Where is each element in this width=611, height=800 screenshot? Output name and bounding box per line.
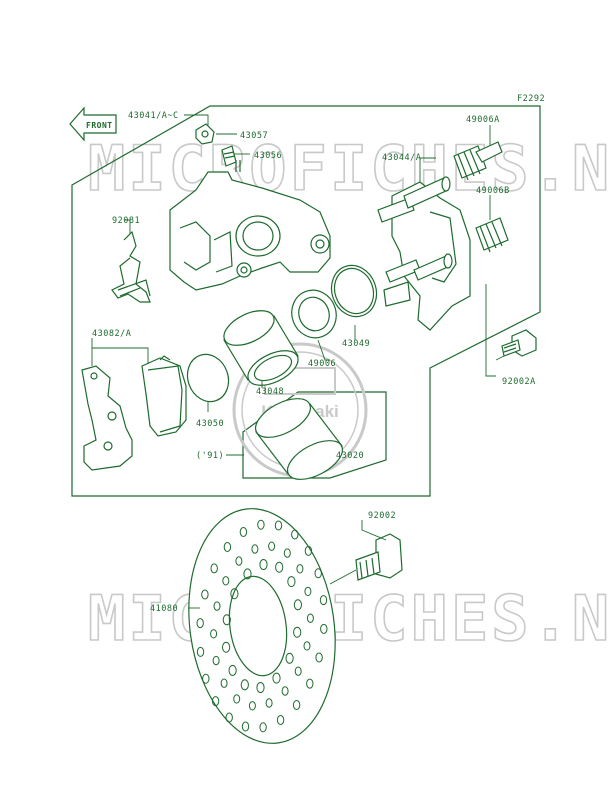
disc-hole <box>202 673 210 684</box>
disc-hole <box>222 614 231 626</box>
brake-pad-outer <box>81 365 133 471</box>
disc-hole <box>287 576 296 588</box>
disc-hole <box>225 712 233 723</box>
label-43050: 43050 <box>196 419 224 429</box>
disc-hole <box>296 564 304 574</box>
dust-seal <box>291 289 337 339</box>
label-41080: 41080 <box>150 604 178 614</box>
figure-code: F2292 <box>517 94 545 104</box>
disc-hole <box>320 623 328 634</box>
disc-hole <box>319 595 328 606</box>
disc-hole <box>223 542 232 552</box>
disc-hole <box>265 698 273 708</box>
disc-hole <box>196 618 204 629</box>
disc-hole <box>210 629 218 639</box>
disc-hole <box>306 613 314 623</box>
disc-hole <box>315 652 323 663</box>
caliper-body <box>169 160 331 291</box>
disc-hole <box>239 527 248 537</box>
pin-boot-lower <box>475 217 509 253</box>
disc-hole <box>201 589 209 600</box>
disc-hole <box>220 678 228 688</box>
label-49006: 49006 <box>308 359 336 369</box>
disc-hole <box>304 545 313 556</box>
disc-bolt <box>355 533 403 581</box>
disc-hole <box>235 556 243 566</box>
disc-hole <box>272 672 281 684</box>
disc-hole <box>240 679 249 691</box>
brake-disc <box>188 508 336 744</box>
label-92002: 92002 <box>368 511 396 521</box>
disc-hole <box>257 519 265 530</box>
label-49006a: 49006A <box>466 115 500 125</box>
part-labels: 43041/A~C 43057 43056 92081 43044/A 4900… <box>92 111 536 614</box>
disc-hole <box>213 601 221 611</box>
label-43082: 43082/A <box>92 329 131 339</box>
bracket-bolt <box>501 329 537 357</box>
disc-hole <box>241 721 250 732</box>
disc-hole <box>303 641 311 651</box>
label-43057: 43057 <box>240 131 268 141</box>
disc-hole <box>268 541 276 551</box>
disc-hole <box>294 666 302 676</box>
brake-pad-inner <box>141 355 187 437</box>
caliper-bracket <box>377 176 471 331</box>
disc-hole <box>293 626 302 638</box>
label-43041: 43041/A~C <box>128 111 179 121</box>
disc-hole <box>251 544 259 554</box>
disc-hole <box>259 722 267 733</box>
piston <box>223 310 299 386</box>
piston-insulator <box>186 353 230 403</box>
disc-hole <box>196 646 205 657</box>
disc-hole <box>228 664 237 676</box>
bleeder-cap <box>195 123 215 145</box>
disc-hole <box>230 588 239 600</box>
piston-variant <box>254 398 344 480</box>
watermark-bottom: MICROFICHES.NET <box>88 582 611 655</box>
pin-boot-upper <box>453 141 503 181</box>
disc-hole <box>292 700 301 710</box>
label-43044: 43044/A <box>382 153 421 163</box>
label-49006b: 49006B <box>476 186 510 196</box>
piston-subframe <box>242 391 387 479</box>
disc-hole <box>276 715 285 725</box>
bleeder-valve <box>221 145 237 167</box>
front-label: FRONT <box>86 121 113 130</box>
variant-note: ('91) <box>196 451 224 461</box>
disc-hole <box>306 678 314 689</box>
disc-hole <box>275 561 284 573</box>
disc-hole <box>222 641 231 653</box>
disc-hole <box>285 652 294 664</box>
disc-hole <box>283 548 291 558</box>
disc-hole <box>281 686 289 696</box>
disc-hole <box>211 696 220 707</box>
disc-hole <box>212 655 220 666</box>
disc-hole <box>248 701 256 711</box>
disc-hole <box>222 576 230 586</box>
disc-hole <box>243 568 252 580</box>
label-43049: 43049 <box>342 339 370 349</box>
label-43056: 43056 <box>254 151 282 161</box>
leader-lines <box>91 114 505 609</box>
disc-hole <box>259 559 268 570</box>
disc-hole <box>210 563 218 574</box>
disc-hole <box>256 682 265 693</box>
disc-hole <box>293 599 302 611</box>
label-43048: 43048 <box>256 387 284 397</box>
disc-hole <box>314 568 322 579</box>
label-92081: 92081 <box>112 216 140 226</box>
pad-spring <box>111 230 151 303</box>
disc-hole <box>291 529 299 540</box>
label-92002a: 92002A <box>502 377 536 387</box>
watermark-top: MICROFICHES.NET <box>88 132 611 205</box>
disc-hole <box>274 520 283 531</box>
piston-seal <box>330 264 378 318</box>
disc-hole <box>304 586 312 597</box>
assembly-frame <box>71 105 541 497</box>
front-arrow-icon: FRONT <box>69 106 117 142</box>
label-43020: 43020 <box>336 451 364 461</box>
disc-hole <box>233 694 241 704</box>
